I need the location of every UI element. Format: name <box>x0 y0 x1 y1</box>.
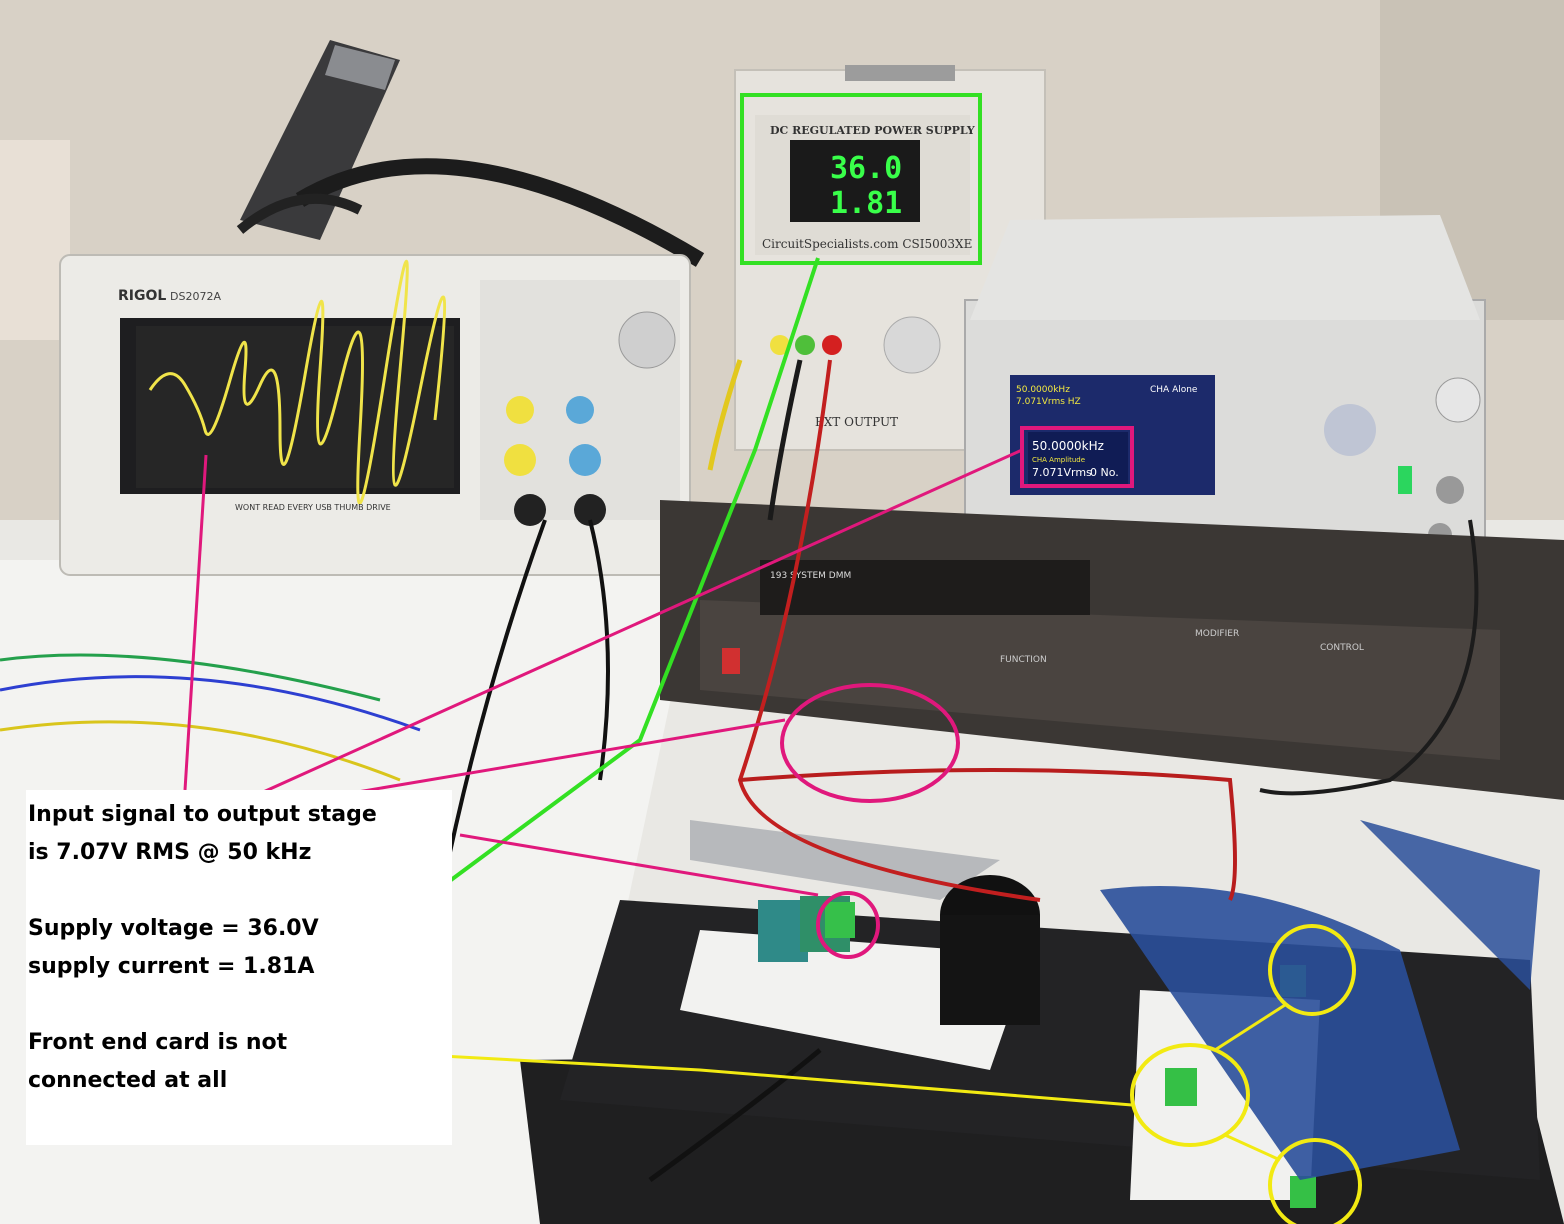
scope-trace <box>148 259 447 505</box>
pink-line-probe <box>309 718 786 802</box>
pink-line-scope <box>183 454 208 791</box>
annotation-overlays <box>183 93 1362 1224</box>
dmm-function: FUNCTION <box>1000 655 1047 665</box>
amplifier-assembly <box>520 820 1564 1224</box>
input-signal-line1: Input signal to output stage <box>28 802 377 827</box>
yellow-circle-2 <box>1130 1043 1250 1147</box>
psu-brand: CircuitSpecialists.com CSI5003XE <box>762 237 972 251</box>
fg-freq-top: 50.0000kHz <box>1016 385 1070 395</box>
pink-circle-probe <box>780 683 960 803</box>
scope-brand: RIGOL <box>118 288 166 304</box>
pink-circle-terminal <box>816 891 880 959</box>
keithley-dmm: 193 SYSTEM DMM FUNCTION MODIFIER CONTROL <box>660 500 1564 800</box>
fg-cha-amplitude: CHA Amplitude <box>1032 456 1085 464</box>
yellow-circle-1 <box>1268 924 1356 1016</box>
fg-freq-highlight: 50.0000kHz <box>1032 439 1104 453</box>
fg-wave-value: 0 No. <box>1090 466 1119 479</box>
dmm-model: 193 SYSTEM DMM <box>770 571 851 581</box>
yellow-line-frontend <box>329 1048 1133 1107</box>
input-signal-line2: is 7.07V RMS @ 50 kHz <box>28 840 312 865</box>
supply-current-text: supply current = 1.81A <box>28 954 315 979</box>
front-end-line2: connected at all <box>28 1068 228 1093</box>
shelf-box-left <box>0 140 70 340</box>
pink-line-terminal <box>459 833 819 897</box>
psu-voltage-display: 36.0 <box>830 151 902 186</box>
fg-amp-top: 7.071Vrms HZ <box>1016 397 1081 407</box>
scope-model: DS2072A <box>170 290 221 303</box>
psu-title: DC REGULATED POWER SUPPLY <box>770 124 975 137</box>
green-box-psu-display <box>740 93 982 265</box>
dmm-control: CONTROL <box>1320 643 1364 653</box>
psu-current-display: 1.81 <box>830 186 902 221</box>
front-end-line1: Front end card is not <box>28 1030 288 1055</box>
oscilloscope: RIGOL DS2072A WONT READ EVERY USB THUMB … <box>59 254 691 576</box>
monitor-arm <box>236 40 705 267</box>
function-generator: 50.0000kHz 7.071Vrms HZ CHA Alone 50.000… <box>964 215 1486 547</box>
supply-label: Supply voltage = 36.0V supply current = … <box>28 910 319 986</box>
scope-right-panel <box>480 280 680 526</box>
psu-ext-output: EXT OUTPUT <box>815 415 898 429</box>
pink-box-generator <box>1020 426 1134 488</box>
input-signal-label: Input signal to output stage is 7.07V RM… <box>28 796 377 872</box>
annotation-text-panel <box>26 790 452 1145</box>
front-end-label: Front end card is not connected at all <box>28 1024 287 1100</box>
yellow-link-1-2 <box>1214 1003 1286 1052</box>
scope-sticker: WONT READ EVERY USB THUMB DRIVE <box>235 503 391 512</box>
supply-voltage-text: Supply voltage = 36.0V <box>28 916 319 941</box>
fg-amp-value: 7.071Vrms <box>1032 466 1092 479</box>
fg-ch-alone: CHA Alone <box>1150 385 1198 395</box>
yellow-circle-3 <box>1268 1138 1362 1224</box>
pink-line-generator <box>229 448 1023 809</box>
yellow-link-2-3 <box>1224 1133 1281 1162</box>
dmm-modifier: MODIFIER <box>1195 629 1239 639</box>
